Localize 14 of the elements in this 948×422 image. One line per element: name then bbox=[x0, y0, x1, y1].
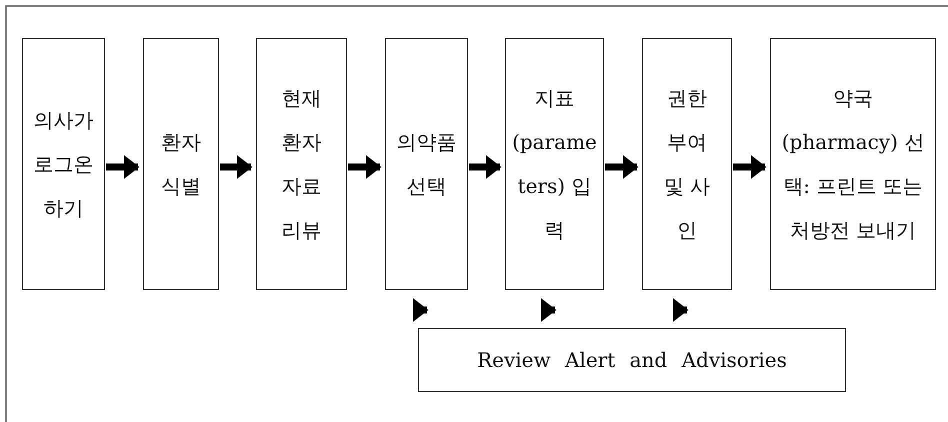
arrow bbox=[733, 155, 766, 179]
arrow bbox=[605, 155, 638, 179]
process-box: 현재 환자 자료 리뷰 bbox=[256, 38, 347, 290]
process-box: 환자 식별 bbox=[143, 38, 219, 290]
arrow bbox=[469, 155, 502, 179]
process-box: 의사가 로그온 하기 bbox=[22, 38, 105, 290]
arrow bbox=[348, 155, 382, 179]
arrow bbox=[106, 155, 140, 179]
alert-box: Review Alert and Advisories bbox=[418, 328, 846, 392]
process-box: 의약품 선택 bbox=[385, 38, 468, 290]
arrow bbox=[220, 155, 252, 179]
process-box: 약국(pharmacy) 선택: 프린트 또는 처방전 보내기 bbox=[770, 38, 936, 290]
process-box: 권한 부여 및 사인 bbox=[642, 38, 732, 290]
process-box: 지표 (parameters) 입력 bbox=[505, 38, 604, 290]
